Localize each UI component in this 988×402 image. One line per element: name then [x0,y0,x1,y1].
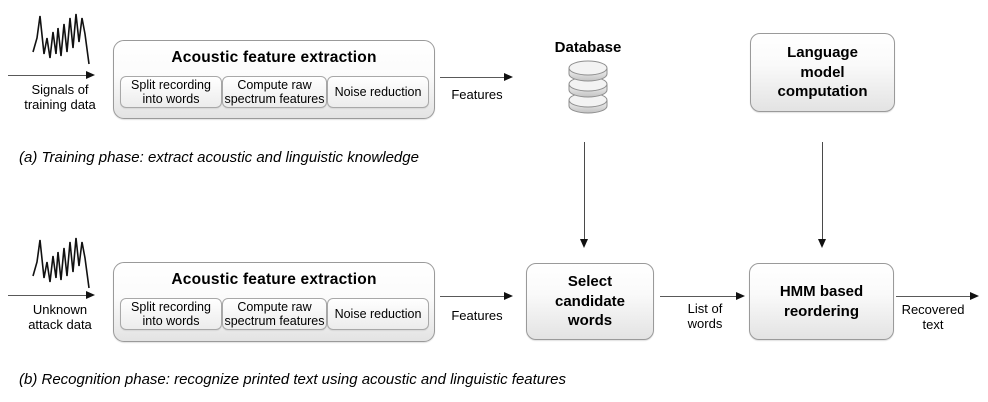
step-compute-spectrum: Compute raw spectrum features [222,298,327,330]
arrow-signals-to-extraction [8,71,95,79]
list-of-words-label: List of words [687,301,723,332]
source-label: Signals of training data [24,82,96,113]
step-compute-spectrum: Compute raw spectrum features [222,76,327,108]
step-split-recording: Split recording into words [120,298,222,330]
hmm-based-reordering-box: HMM based reordering [749,263,894,340]
waveform-icon [32,13,90,65]
arrow-features-to-database [440,73,513,81]
select-candidate-words-box: Select candidate words [526,263,654,340]
features-label: Features [451,87,503,102]
arrow-hmm-to-output [896,292,979,300]
arrow-attackdata-to-extraction [8,291,95,299]
features-label: Features [451,308,503,323]
acoustic-feature-extraction-box: Acoustic feature extraction Split record… [113,40,435,119]
database-label: Database [554,39,622,56]
database-icon [568,60,608,114]
language-model-computation-box: Language model computation [750,33,895,112]
caption-training-phase: (a) Training phase: extract acoustic and… [19,149,419,166]
step-noise-reduction: Noise reduction [327,298,429,330]
arrow-database-to-select [580,142,588,248]
step-split-recording: Split recording into words [120,76,222,108]
acoustic-extraction-title: Acoustic feature extraction [171,271,377,288]
arrow-features-to-select [440,292,513,300]
source-label: Unknown attack data [28,302,92,333]
acoustic-feature-extraction-box: Acoustic feature extraction Split record… [113,262,435,342]
step-noise-reduction: Noise reduction [327,76,429,108]
arrow-languagemodel-to-hmm [818,142,826,248]
caption-recognition-phase: (b) Recognition phase: recognize printed… [19,371,566,388]
acoustic-extraction-title: Acoustic feature extraction [171,49,377,66]
recovered-text-label: Recovered text [901,302,965,333]
waveform-icon [32,237,90,289]
arrow-select-to-hmm [660,292,745,300]
